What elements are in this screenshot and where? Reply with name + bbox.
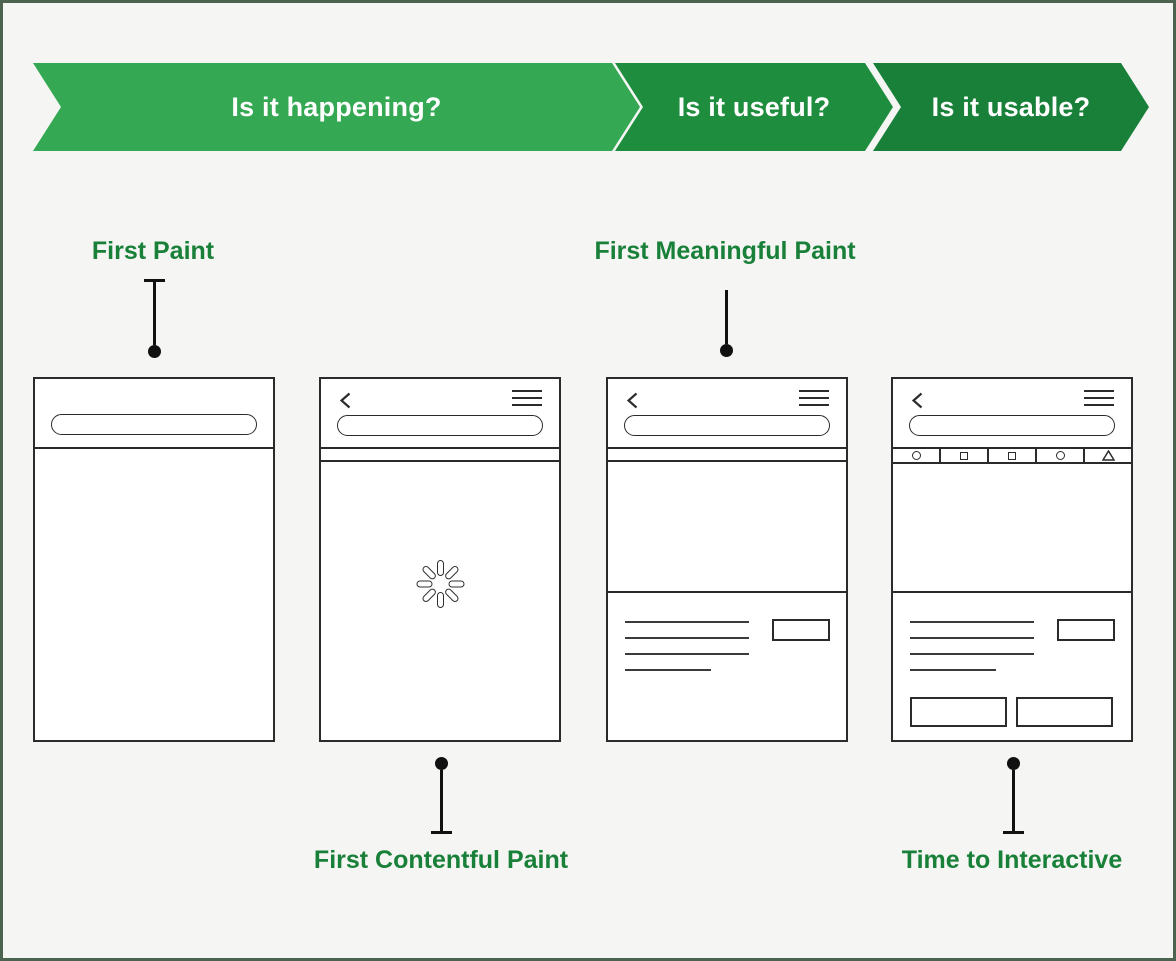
toolbar-cell	[1085, 449, 1131, 462]
browser-header	[608, 379, 846, 449]
menu-icon	[512, 389, 542, 411]
pin-crossbar	[143, 279, 165, 282]
time-to-interactive-label: Time to Interactive	[901, 846, 1123, 874]
pin-crossbar	[1002, 831, 1024, 834]
pin-crossbar	[430, 831, 452, 834]
square-icon	[960, 451, 968, 460]
phone-mockup-first-contentful-paint	[319, 377, 561, 742]
url-bar	[337, 415, 543, 436]
toolbar-cell	[1037, 449, 1085, 462]
first-meaningful-paint-label: First Meaningful Paint	[594, 237, 856, 265]
article-body	[608, 593, 846, 740]
url-bar	[624, 415, 830, 436]
browser-header	[35, 379, 273, 449]
pin-dot	[147, 345, 161, 358]
button-placeholder	[910, 697, 1007, 727]
first-contentful-paint-label: First Contentful Paint	[313, 846, 569, 874]
funnel-stage-label: Is it useful?	[677, 91, 831, 122]
circle-icon	[911, 451, 921, 460]
text-line-placeholder	[625, 621, 749, 623]
back-icon	[627, 392, 638, 408]
funnel-stage-is-it-useful: Is it useful?	[615, 63, 893, 151]
funnel-stage-is-it-usable: Is it usable?	[873, 63, 1149, 151]
url-bar	[909, 415, 1115, 436]
button-placeholder	[1016, 697, 1113, 727]
back-icon	[340, 392, 351, 408]
text-line-placeholder	[910, 669, 996, 671]
pin-dot	[719, 344, 733, 357]
action-toolbar	[893, 449, 1131, 464]
text-line-placeholder	[910, 653, 1034, 655]
toolbar-strip	[608, 449, 846, 462]
toolbar-cell	[941, 449, 989, 462]
first-meaningful-paint-marker-pin	[714, 290, 738, 357]
text-line-placeholder	[910, 621, 1034, 623]
funnel-stage-label: Is it usable?	[931, 91, 1091, 122]
text-line-placeholder	[625, 669, 711, 671]
back-icon	[912, 392, 923, 408]
phone-mockup-first-meaningful-paint	[606, 377, 848, 742]
text-line-placeholder	[910, 637, 1034, 639]
text-line-placeholder	[625, 637, 749, 639]
first-contentful-paint-marker-pin	[429, 757, 453, 834]
funnel-stage-is-it-happening: Is it happening?	[33, 63, 640, 151]
square-icon	[1008, 451, 1016, 460]
loading-page-body	[321, 462, 559, 740]
toolbar-strip	[321, 449, 559, 462]
image-thumbnail-placeholder	[1057, 619, 1115, 641]
hero-image-placeholder	[893, 464, 1131, 593]
pin-line	[724, 290, 728, 344]
pin-dot	[1006, 757, 1020, 770]
text-line-placeholder	[625, 653, 749, 655]
circle-icon	[1055, 451, 1065, 460]
funnel-stage-label: Is it happening?	[231, 91, 442, 122]
hero-image-placeholder	[608, 462, 846, 593]
article-body	[893, 593, 1131, 740]
toolbar-cell	[893, 449, 941, 462]
time-to-interactive-marker-pin	[1001, 757, 1025, 834]
image-thumbnail-placeholder	[772, 619, 830, 641]
browser-header	[893, 379, 1131, 449]
pin-line	[439, 770, 443, 831]
phone-mockup-first-paint	[33, 377, 275, 742]
menu-icon	[1084, 389, 1114, 411]
url-bar	[51, 414, 257, 435]
pin-line	[1011, 770, 1015, 831]
toolbar-cell	[989, 449, 1037, 462]
triangle-icon	[1101, 450, 1115, 461]
pin-line	[152, 282, 156, 345]
phone-mockup-time-to-interactive	[891, 377, 1133, 742]
pin-dot	[434, 757, 448, 770]
first-paint-label: First Paint	[91, 237, 215, 265]
first-paint-marker-pin	[142, 279, 166, 358]
browser-header	[321, 379, 559, 449]
blank-page-body	[35, 449, 273, 740]
menu-icon	[799, 389, 829, 411]
